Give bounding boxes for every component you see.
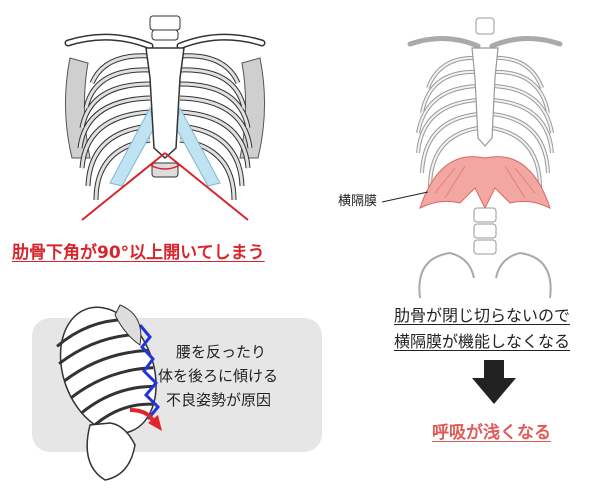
posture-illustration xyxy=(56,304,162,481)
caption-line-2: 横隔膜が機能しなくなる xyxy=(394,332,571,351)
diaphragm-pointer-line xyxy=(381,191,429,203)
diaphragm-illustration xyxy=(407,17,563,298)
posture-line-3: 不良姿勢が原因 xyxy=(166,391,272,409)
posture-line-2: 体を後ろに傾ける xyxy=(158,367,279,385)
caption-line-1: 肋骨が閉じ切らないので xyxy=(394,306,571,325)
diaphragm-label: 横隔膜 xyxy=(338,194,378,209)
posture-line-1: 腰を反ったり xyxy=(176,343,267,361)
arrow-down-icon xyxy=(472,360,516,404)
ribcage-front-illustration xyxy=(64,15,266,221)
rib-angle-caption: 肋骨下角が90°以上開いてしまう xyxy=(12,243,265,263)
result-text: 呼吸が浅くなる xyxy=(432,423,551,443)
